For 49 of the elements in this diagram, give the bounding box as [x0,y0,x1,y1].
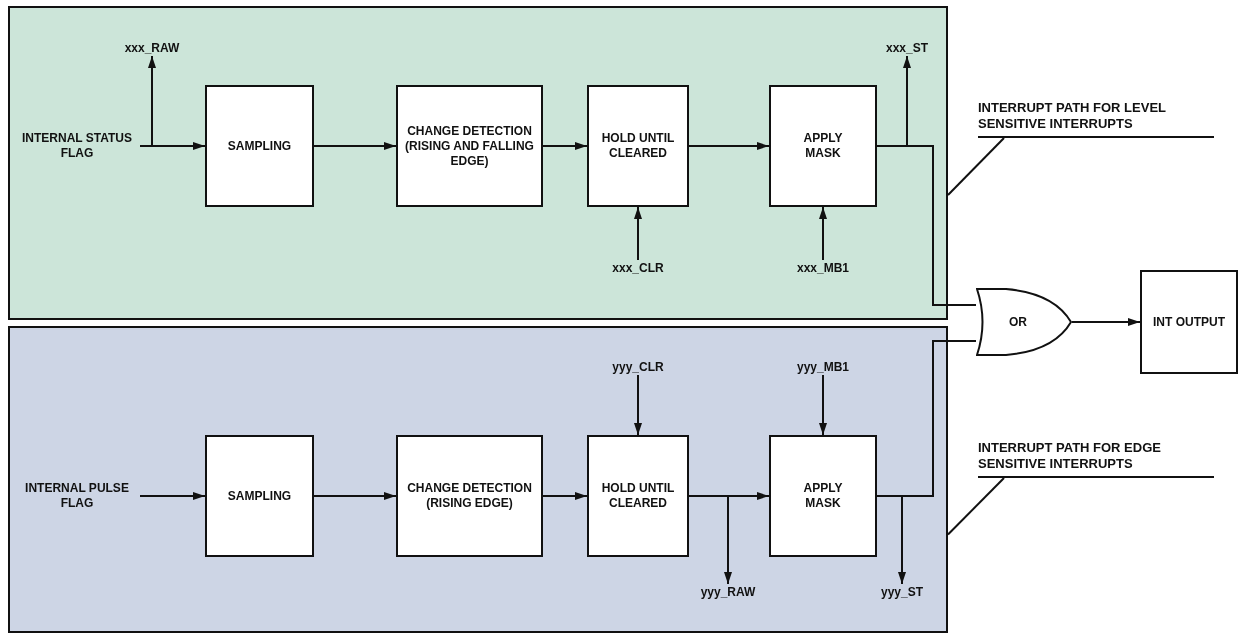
leader-line [947,477,1005,536]
signal-label: yyy_MB1 [789,359,857,375]
process-box [587,435,689,557]
signal-label: xxx_ST [872,40,942,56]
arrow [313,142,397,150]
process-box [396,85,543,207]
signal-label: INTERNAL STATUS FLAG [14,130,140,162]
process-box [769,435,877,557]
process-box [769,85,877,207]
arrow [542,142,588,150]
signal-label: INTERNAL PULSE FLAG [14,480,140,512]
block-label: HOLD UNTIL CLEARED [600,131,676,161]
signal-label: yyy_CLR [604,359,672,375]
block-label: SAMPLING [226,138,293,154]
signal-label: xxx_CLR [604,260,672,276]
arrow [542,492,588,500]
annotation-text: INTERRUPT PATH FOR LEVEL SENSITIVE INTERRUPTS [978,100,1214,138]
arrow [688,142,770,150]
block-label: APPLY MASK [802,481,844,511]
arrow [139,492,206,500]
block-label: SAMPLING [226,488,293,504]
annotation-text: INTERRUPT PATH FOR EDGE SENSITIVE INTERRUPTS [978,440,1214,478]
arrow [1071,318,1141,326]
arrow [313,492,397,500]
process-box [205,85,314,207]
process-box [205,435,314,557]
signal-label: xxx_RAW [120,40,184,56]
leader-line [947,137,1005,196]
or-gate [976,288,1072,356]
arrow [819,374,827,436]
block-label: HOLD UNTIL CLEARED [600,481,676,511]
process-box [396,435,543,557]
block-label: INT OUTPUT [1152,314,1226,330]
arrow [634,374,642,436]
signal-label: yyy_ST [868,584,936,600]
arrow [139,55,156,147]
arrow [819,206,827,261]
arrow [634,206,642,261]
signal-label: yyy_RAW [694,584,762,600]
process-box [1140,270,1238,374]
block-label: CHANGE DETECTION (RISING EDGE) [406,481,533,511]
signal-label: xxx_MB1 [789,260,857,276]
block-label: APPLY MASK [802,131,844,161]
gate-label: OR [1009,314,1027,330]
arrow [688,495,732,585]
block-label: CHANGE DETECTION (RISING AND FALLING EDGE) [404,123,535,169]
process-box [587,85,689,207]
region-panel [8,326,948,633]
region-panel [8,6,948,320]
